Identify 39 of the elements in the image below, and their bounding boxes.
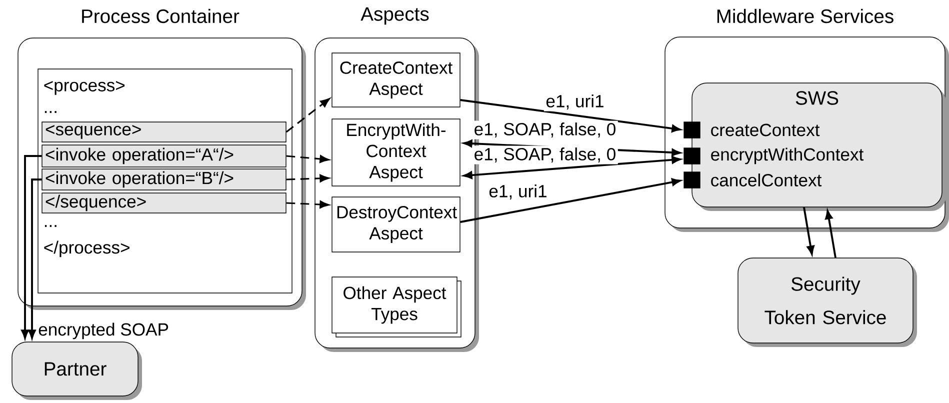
code-row: <invoke operation=“A“/> — [42, 144, 286, 168]
port-square — [684, 172, 700, 188]
arrow — [21, 155, 42, 339]
code-line: ... — [44, 111, 56, 113]
aspect-box: EncryptWith- Context Aspect — [332, 118, 460, 186]
port-square — [684, 148, 700, 164]
arrow — [460, 99, 681, 132]
stacked-aspect-box: Other Aspect Types — [332, 276, 462, 338]
edge-label: encrypted SOAP — [36, 321, 171, 341]
arrow — [825, 210, 836, 258]
arrow — [286, 200, 330, 208]
arrow — [286, 174, 330, 182]
arrow — [460, 178, 681, 223]
edge-label: e1, uri1 — [486, 182, 550, 202]
node-label: Process Container — [82, 8, 240, 24]
node-label: Aspects — [360, 7, 429, 25]
arrow — [286, 155, 330, 163]
edge-label: e1, SOAP, false, 0 — [472, 120, 618, 140]
port-square — [684, 122, 700, 138]
node-label: Middleware Services — [717, 8, 894, 24]
aspect-box: DestroyContext Aspect — [332, 196, 460, 252]
operation-label: createContext — [711, 124, 820, 136]
operation-label: encryptWithContext — [711, 148, 864, 164]
arrow — [28, 178, 42, 339]
arrow — [463, 156, 681, 179]
operation-label: cancelContext — [711, 174, 822, 186]
arrow — [286, 98, 330, 133]
service-box: Security Token Service — [738, 258, 917, 347]
code-row: </sequence> — [42, 192, 286, 214]
service-box: Partner — [12, 342, 142, 400]
code-line: </process> — [44, 240, 130, 258]
code-line: <process> — [44, 81, 125, 95]
code-row: <sequence> — [42, 122, 286, 142]
aspect-box: CreateContext Aspect — [332, 52, 460, 108]
edge-label: e1, SOAP, false, 0 — [472, 146, 618, 164]
code-row: <invoke operation=“B“/> — [42, 168, 286, 190]
code-line: ... — [44, 225, 56, 227]
edge-label: e1, uri1 — [544, 92, 606, 112]
arrow — [803, 207, 814, 255]
